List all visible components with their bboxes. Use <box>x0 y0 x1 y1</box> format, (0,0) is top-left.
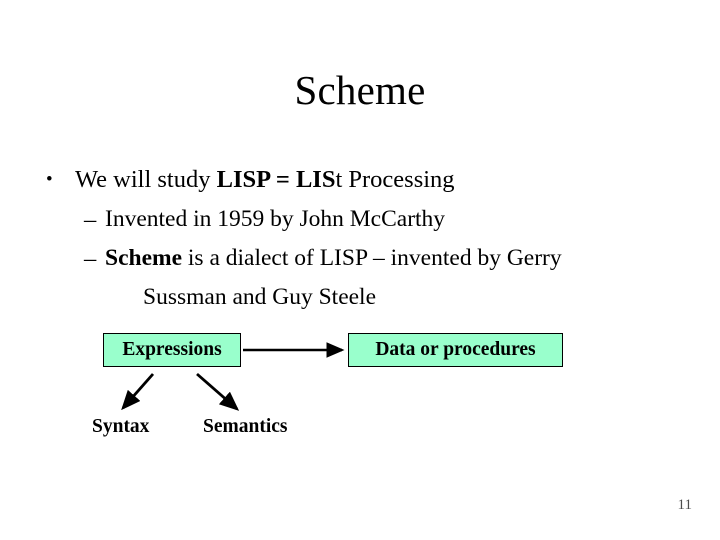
bullet-level1-lead: We will study <box>75 166 217 193</box>
bullet-level1-tail: t Processing <box>335 166 455 193</box>
bullet-level2-scheme-bold: Scheme <box>105 245 183 271</box>
box-data-or-procedures-label: Data or procedures <box>375 339 536 360</box>
bullet-level2-scheme-rest: is a dialect of LISP – invented by Gerry <box>182 245 562 271</box>
bullet-list: • We will study LISP = LISt Processing –… <box>46 160 691 317</box>
bullet-level2-scheme: – Scheme is a dialect of LISP – invented… <box>84 239 691 278</box>
label-semantics: Semantics <box>203 416 288 437</box>
box-expressions[interactable]: Expressions <box>103 333 241 367</box>
bullet-continuation-line: Sussman and Guy Steele <box>143 284 377 310</box>
bullet-level2-scheme-text: Scheme is a dialect of LISP – invented b… <box>105 239 691 278</box>
bullet-level2-invented-text: Invented in 1959 by John McCarthy <box>105 206 446 232</box>
en-dash-icon: – <box>84 206 97 233</box>
box-data-or-procedures[interactable]: Data or procedures <box>348 333 563 367</box>
page-number: 11 <box>677 497 692 513</box>
bullet-level1: • We will study LISP = LISt Processing <box>46 160 691 199</box>
arrow-expressions-to-semantics <box>196 372 240 411</box>
label-syntax: Syntax <box>92 416 150 437</box>
arrow-expressions-to-syntax <box>121 373 155 411</box>
bullet-level1-bold: LISP = LIS <box>216 166 336 193</box>
sub-bullet-list: – Invented in 1959 by John McCarthy – Sc… <box>46 200 691 317</box>
box-expressions-label: Expressions <box>122 339 222 360</box>
en-dash-icon: – <box>84 245 97 272</box>
bullet-dot-icon: • <box>46 169 53 190</box>
bullet-level1-text: We will study LISP = LISt Processing <box>75 160 691 199</box>
bullet-level2-invented: – Invented in 1959 by John McCarthy <box>84 200 691 239</box>
page-title: Scheme <box>294 67 426 113</box>
